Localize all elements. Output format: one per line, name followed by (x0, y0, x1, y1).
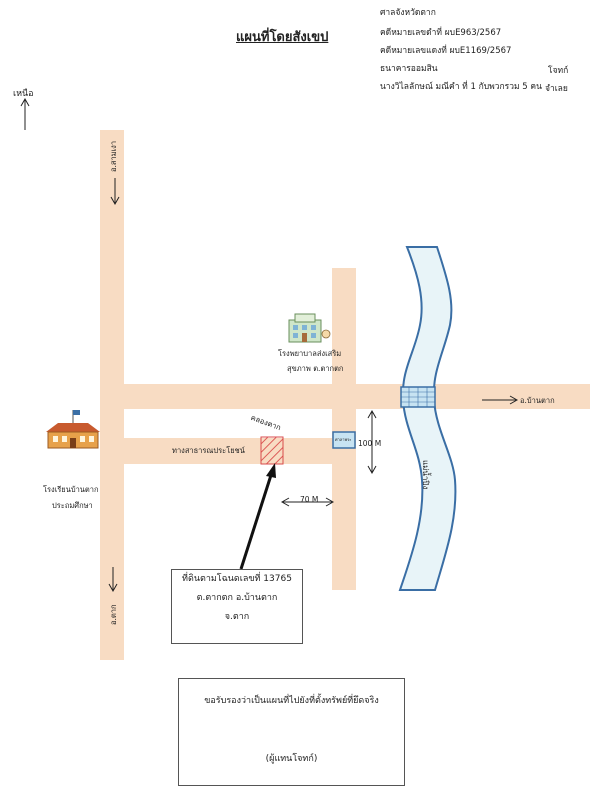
defendant-role: จำเลย (545, 84, 568, 94)
certification-signer: (ผู้แทนโจทก์) (265, 754, 318, 764)
land-parcel (260, 436, 284, 465)
deed-info-box: ที่ดินตามโฉนดเลขที่ 13765 ต.ตากตก อ.บ้าน… (171, 569, 303, 644)
deed-location: ต.ตากตก อ.บ้านตาก (196, 593, 278, 603)
label-public-way: ทางสาธารณประโยชน์ (172, 446, 245, 455)
deed-number: ที่ดินตามโฉนดเลขที่ 13765 (182, 574, 292, 584)
label-to-ban-tak: อ.บ้านตาก (520, 396, 555, 405)
school-name-line2: ประถมศึกษา (52, 501, 93, 510)
main-road-vertical-left (100, 130, 124, 660)
map-title: แผนที่โดยสังเขป (236, 30, 329, 45)
hospital-name-line2: สุขภาพ ต.ตากตก (287, 364, 344, 373)
black-case-number: คดีหมายเลขดำที่ ผบE963/2567 (380, 28, 502, 38)
bridge-pattern (401, 387, 435, 407)
court-name: ศาลจังหวัดตาก (380, 8, 436, 18)
red-case-number: คดีหมายเลขแดงที่ ผบE1169/2567 (380, 46, 512, 56)
label-river: แม่น้ำปิง (421, 460, 430, 490)
road-to-ban-tak (124, 384, 590, 409)
hospital-name-line1: โรงพยาบาลส่งเสริม (278, 349, 342, 358)
hospital-icon (288, 313, 331, 343)
road-vertical-right (332, 268, 356, 590)
plaintiff-name: ธนาคารออมสิน (380, 64, 438, 74)
small-building (332, 431, 356, 449)
plaintiff-role: โจทก์ (548, 66, 569, 76)
label-dist-100m: 100 M (358, 439, 382, 448)
label-dist-70m: 70 M (300, 495, 319, 504)
label-to-sam-ngao: อ.สามเงา (109, 140, 118, 172)
school-name-line1: โรงเรียนบ้านตาก (43, 485, 99, 494)
defendant-name: นางวิไลลักษณ์ มณีคำ ที่ 1 กับพวกรวม 5 คน (380, 82, 542, 92)
north-arrow-head (20, 97, 30, 107)
parcel-pointer-line (239, 471, 274, 570)
label-small-building: ศาลาพระ (335, 437, 352, 442)
north-label: เหนือ (13, 89, 34, 99)
public-way-road (124, 438, 332, 464)
parcel-pointer-head (266, 463, 276, 478)
deed-province: จ.ตาก (224, 612, 250, 622)
certification-box: ขอรับรองว่าเป็นแผนที่ไปยังที่ตั้งทรัพย์ท… (178, 678, 405, 786)
certification-statement: ขอรับรองว่าเป็นแผนที่ไปยังที่ตั้งทรัพย์ท… (204, 696, 379, 706)
river (398, 246, 457, 591)
school-icon (46, 410, 100, 449)
label-to-tak: อ.ตาก (109, 604, 118, 625)
